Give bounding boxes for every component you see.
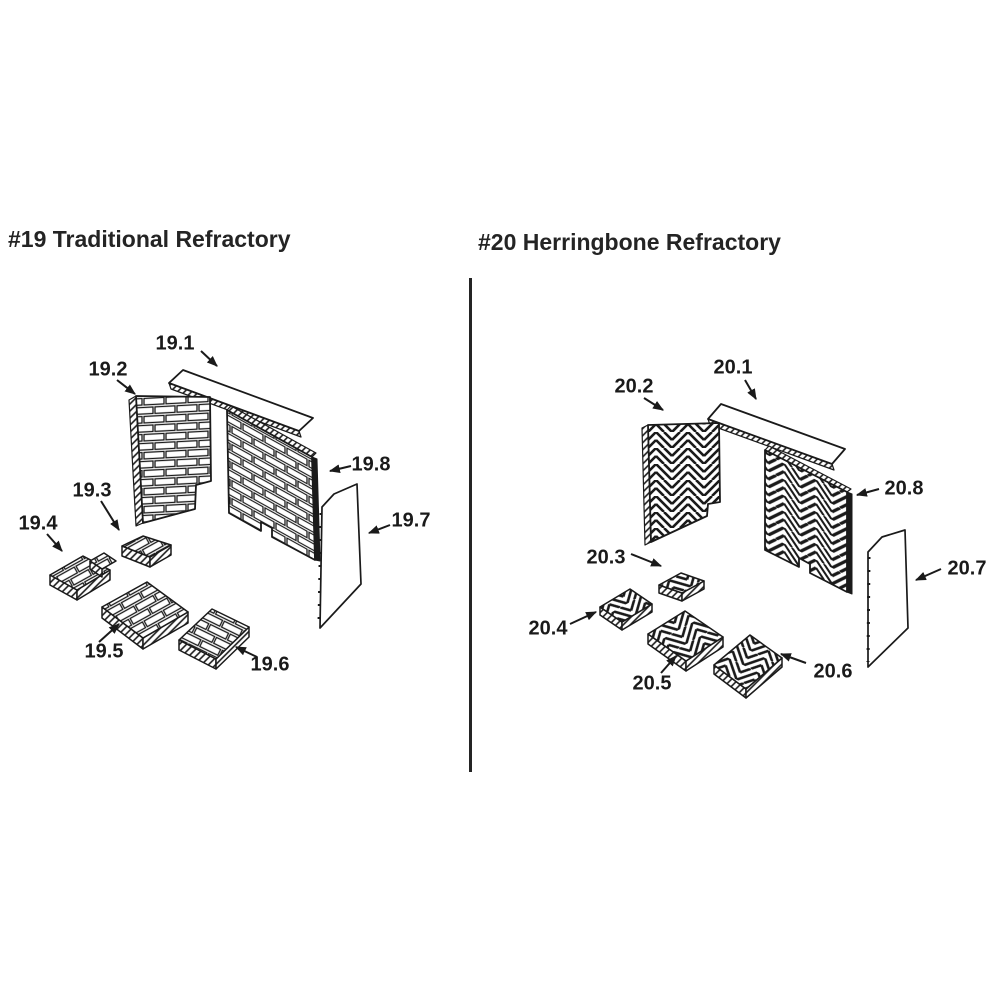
part-20-2-left-wall-refractory bbox=[641, 422, 721, 546]
part-19-5-front-hearth-brick bbox=[101, 581, 189, 650]
part-19-6-right-hearth-brick bbox=[178, 608, 250, 670]
arrow-to-part-20-1 bbox=[744, 379, 757, 400]
part-label-20-5: 20.5 bbox=[632, 672, 672, 695]
part-20-3-small-brick-piece bbox=[658, 572, 705, 602]
part-19-8-rear-wall-refractory bbox=[226, 405, 321, 562]
arrow-to-part-20-6 bbox=[779, 653, 807, 664]
part-label-19-3: 19.3 bbox=[72, 479, 112, 502]
diagram-herringbone-refractory bbox=[599, 403, 909, 699]
callout-arrows bbox=[46, 350, 942, 674]
diagram-traditional-refractory bbox=[49, 369, 362, 670]
part-label-20-2: 20.2 bbox=[614, 375, 654, 398]
part-20-1-top-refractory bbox=[707, 403, 846, 471]
part-label-19-7: 19.7 bbox=[391, 509, 431, 532]
arrow-to-part-20-5 bbox=[660, 655, 677, 674]
arrow-to-part-19-4 bbox=[46, 533, 63, 552]
arrow-to-part-19-2 bbox=[116, 379, 136, 395]
part-label-19-2: 19.2 bbox=[88, 358, 128, 381]
part-20-5-front-hearth-brick bbox=[647, 610, 724, 672]
arrow-to-part-19-1 bbox=[200, 350, 218, 367]
part-19-7-right-wall-refractory bbox=[317, 483, 362, 629]
arrow-to-part-20-3 bbox=[630, 553, 663, 567]
part-label-20-1: 20.1 bbox=[713, 356, 753, 379]
part-label-20-8: 20.8 bbox=[884, 477, 924, 500]
part-label-19-6: 19.6 bbox=[250, 653, 290, 676]
part-19-4-left-hearth-brick bbox=[49, 552, 117, 601]
part-label-19-8: 19.8 bbox=[351, 453, 391, 476]
arrow-to-part-20-2 bbox=[643, 397, 664, 411]
part-20-8-rear-wall-refractory bbox=[764, 445, 853, 595]
arrow-to-part-19-7 bbox=[367, 524, 391, 534]
part-label-20-3: 20.3 bbox=[586, 546, 626, 569]
arrow-to-part-19-3 bbox=[100, 500, 120, 531]
part-20-6-right-hearth-brick bbox=[713, 634, 783, 699]
arrow-to-part-19-6 bbox=[235, 646, 258, 658]
part-label-19-5: 19.5 bbox=[84, 640, 124, 663]
section-divider bbox=[469, 278, 472, 772]
section-title-traditional: #19 Traditional Refractory bbox=[8, 226, 291, 252]
arrow-to-part-19-8 bbox=[328, 464, 352, 473]
part-19-3-small-brick-piece bbox=[121, 535, 172, 568]
part-20-4-left-hearth-brick bbox=[599, 588, 653, 631]
arrow-to-part-20-8 bbox=[855, 488, 880, 497]
part-label-20-6: 20.6 bbox=[813, 660, 853, 683]
arrow-to-part-20-4 bbox=[569, 611, 597, 625]
part-19-2-left-wall-refractory bbox=[128, 395, 212, 527]
arrow-to-part-20-7 bbox=[914, 568, 942, 581]
part-label-20-7: 20.7 bbox=[947, 557, 987, 580]
section-title-herringbone: #20 Herringbone Refractory bbox=[478, 229, 781, 255]
part-label-20-4: 20.4 bbox=[528, 617, 568, 640]
part-label-19-4: 19.4 bbox=[18, 512, 58, 535]
part-label-19-1: 19.1 bbox=[155, 332, 195, 355]
arrow-to-part-19-5 bbox=[98, 623, 120, 643]
part-20-7-right-wall-refractory bbox=[866, 529, 909, 668]
